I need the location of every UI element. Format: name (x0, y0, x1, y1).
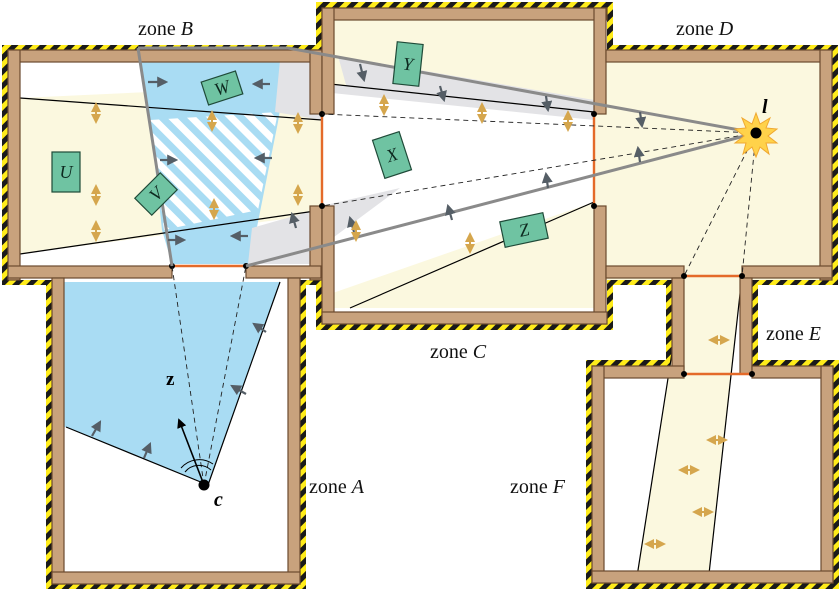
walls (7, 7, 834, 585)
gray-arrows (90, 63, 647, 459)
object-V: V (133, 171, 179, 217)
light-source: l (733, 96, 779, 159)
zone-F-label: zone F (510, 476, 566, 498)
zone-C-label: zone C (430, 341, 487, 363)
light-rays (321, 113, 757, 277)
light-label: l (762, 96, 768, 118)
object-Y: Y (392, 41, 424, 87)
zone-labels: zone B zone C zone D zone E zone A zone … (138, 18, 821, 498)
view-direction-label: z (166, 369, 175, 390)
zone-E-label: zone E (766, 323, 821, 345)
zone-D-label: zone D (676, 18, 734, 40)
object-X: X (371, 130, 413, 180)
object-U-label: U (60, 162, 74, 182)
camera-label: c (214, 489, 223, 511)
camera-rays (171, 265, 247, 486)
camera: c z (166, 369, 223, 511)
object-Z: Z (499, 211, 549, 249)
portals (172, 114, 752, 376)
zone-B-label: zone B (138, 18, 193, 40)
object-W: W (200, 70, 244, 106)
object-U: U (51, 151, 81, 193)
gold-arrows (91, 94, 730, 549)
frustum-edges (136, 46, 757, 268)
zone-A-label: zone A (309, 476, 365, 498)
